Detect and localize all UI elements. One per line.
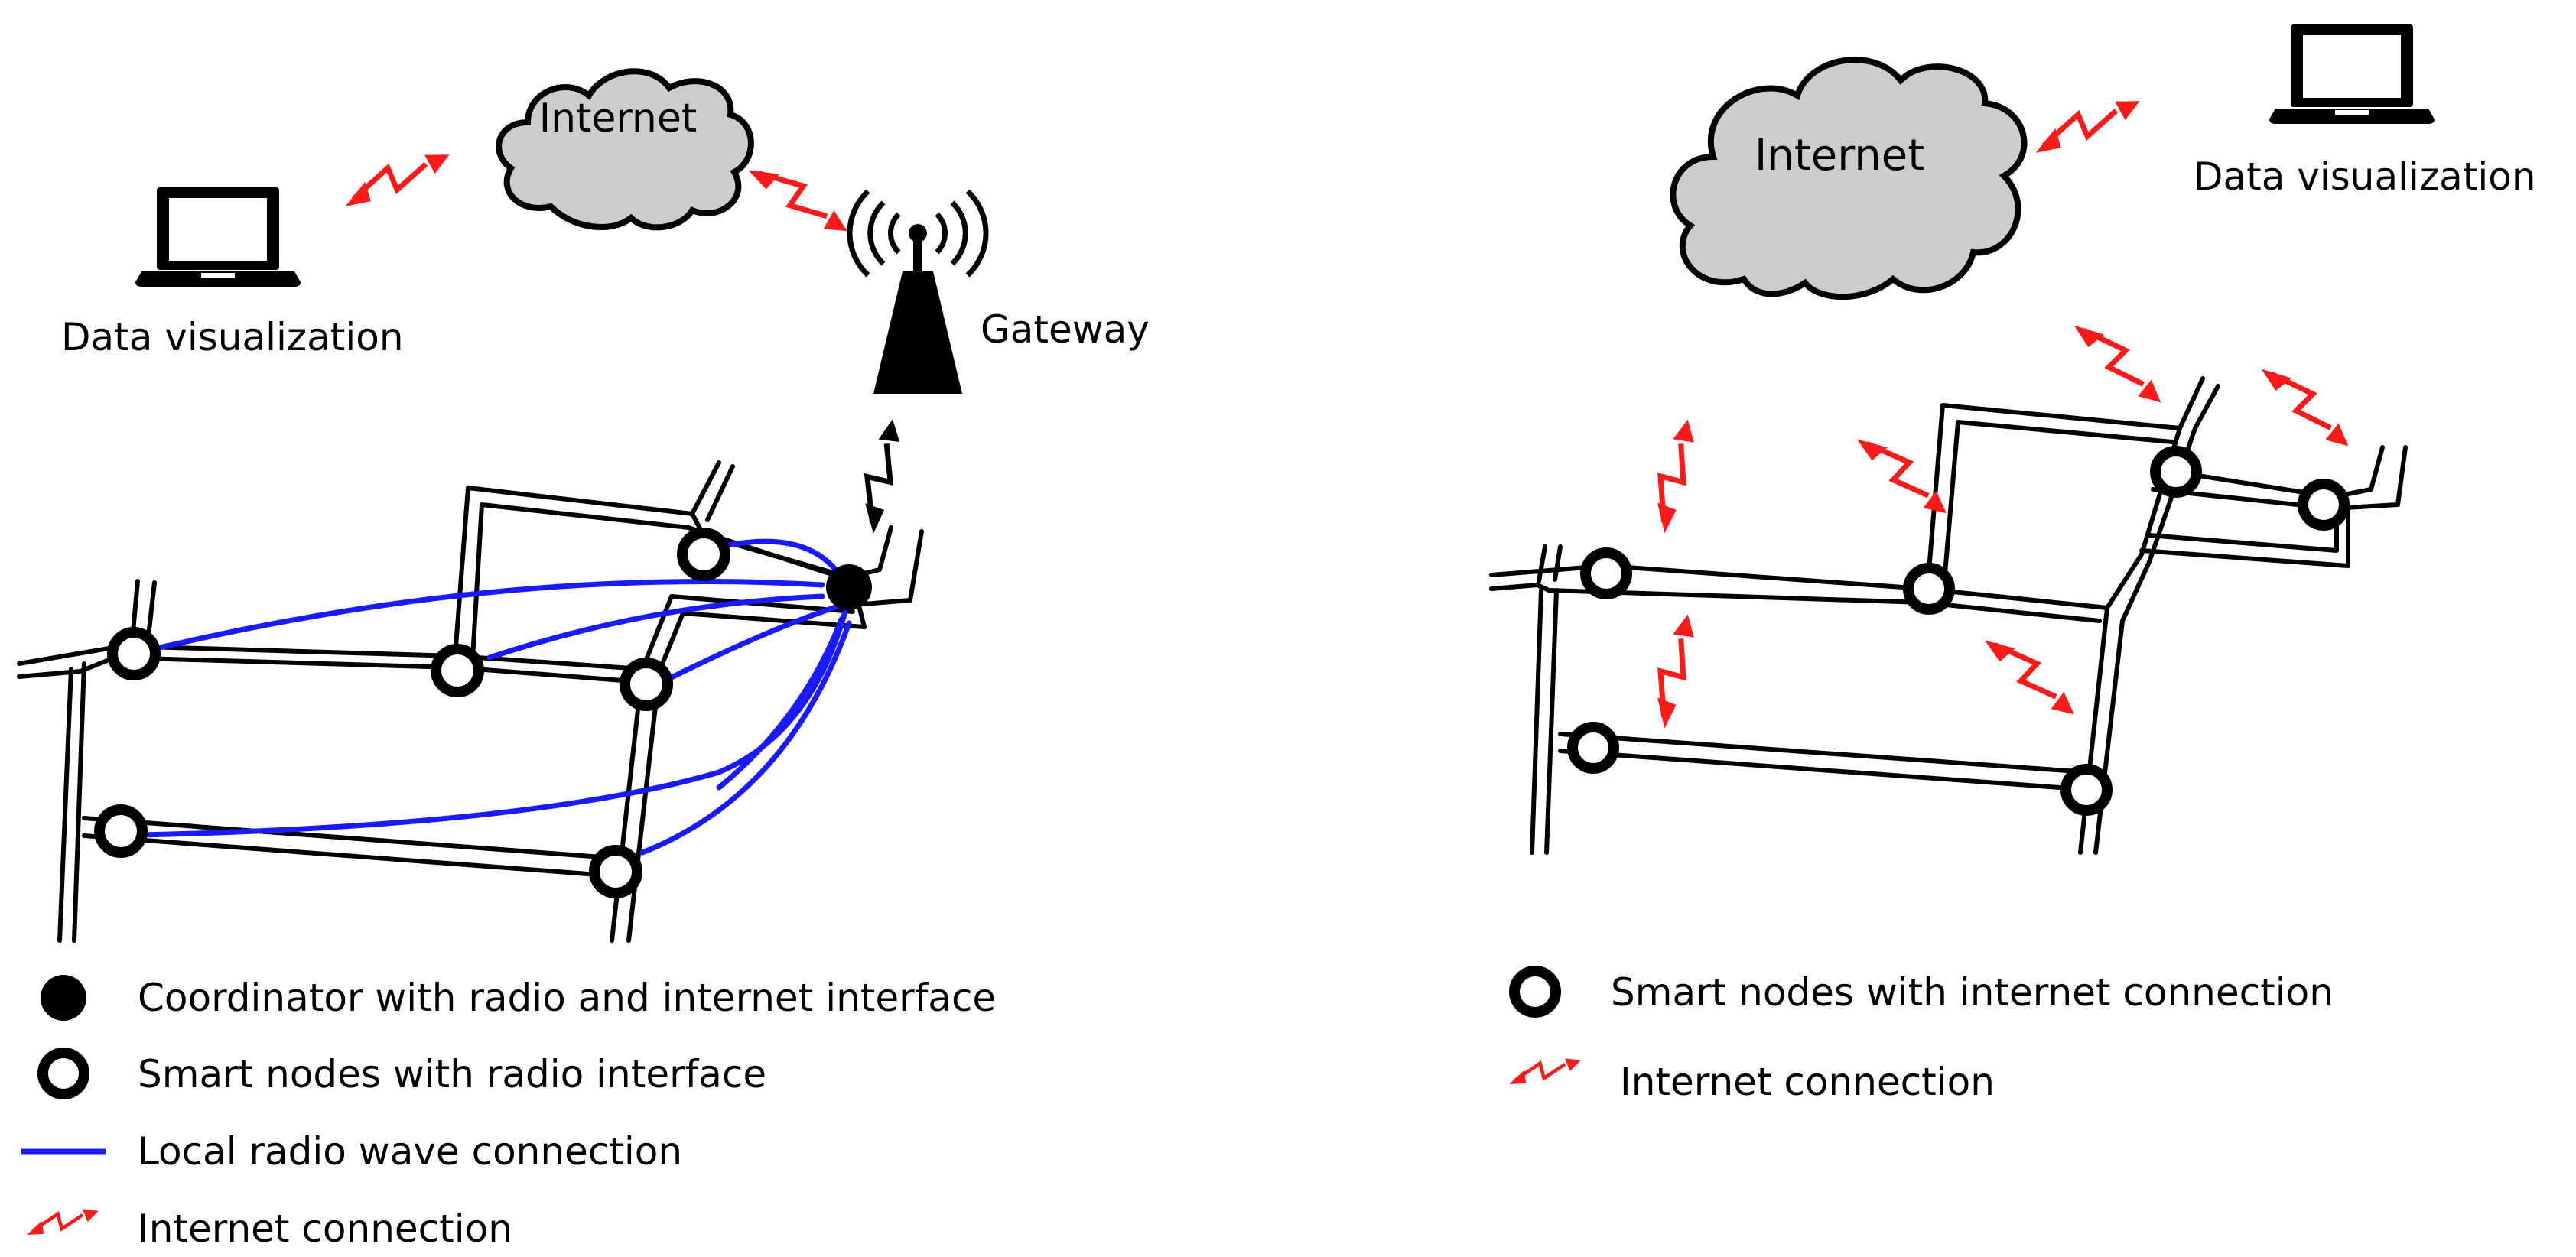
left-legend: Coordinator with radio and internet inte… xyxy=(21,975,996,1251)
smart-node xyxy=(431,644,484,697)
smart-node xyxy=(677,528,730,581)
left-panel: Internet Data visualization Gateway xyxy=(17,68,1150,1251)
right-legend: Smart nodes with internet connection Int… xyxy=(1509,966,2334,1104)
gateway-label: Gateway xyxy=(981,307,1150,352)
smart-node-ring-icon xyxy=(37,1048,89,1099)
cloud-icon: Internet xyxy=(1670,57,2028,300)
internet-zigzag-icon xyxy=(1509,1058,1581,1084)
smart-node xyxy=(2060,764,2113,816)
laptop-label: Data visualization xyxy=(61,315,404,359)
gateway-link-icon xyxy=(838,417,925,534)
street-map xyxy=(17,460,924,943)
internet-connection-icon xyxy=(1630,418,1719,534)
smart-node xyxy=(107,627,161,680)
internet-connection-icon xyxy=(748,145,849,255)
internet-connection-icon xyxy=(2074,306,2164,421)
laptop-icon xyxy=(135,187,301,287)
smart-node xyxy=(94,804,148,858)
smart-node-ring-icon xyxy=(1509,966,1561,1018)
legend-text: Internet connection xyxy=(138,1207,512,1251)
internet-connection-icon xyxy=(2030,98,2145,153)
cloud-label: Internet xyxy=(539,96,697,141)
internet-zigzag-icon xyxy=(27,1209,99,1235)
internet-connection-icon xyxy=(1985,619,2077,734)
laptop-icon xyxy=(2269,24,2435,124)
internet-connection-icon xyxy=(1630,613,1719,729)
coordinator-node xyxy=(826,564,872,610)
smart-node xyxy=(1580,547,1632,599)
legend-text: Smart nodes with radio interface xyxy=(138,1052,766,1096)
legend-text: Coordinator with radio and internet inte… xyxy=(138,976,996,1020)
legend-text: Internet connection xyxy=(1620,1060,1995,1104)
cloud-icon: Internet xyxy=(496,68,754,231)
smart-node xyxy=(1903,563,1955,615)
legend-text: Smart nodes with internet connection xyxy=(1611,970,2334,1015)
laptop-label: Data visualization xyxy=(2194,154,2536,199)
smart-node xyxy=(1567,722,1619,774)
internet-connection-icon xyxy=(340,151,454,206)
smart-node xyxy=(2150,446,2202,498)
street-map xyxy=(1489,376,2408,855)
smart-node xyxy=(589,845,642,898)
right-panel: Internet Data visualization xyxy=(1489,24,2536,1104)
cloud-label: Internet xyxy=(1755,131,1924,180)
gateway-tower-icon xyxy=(847,189,989,394)
smart-node xyxy=(2298,479,2350,531)
coordinator-dot-icon xyxy=(41,975,86,1021)
smart-node xyxy=(620,658,673,711)
radio-links xyxy=(131,538,852,856)
legend-text: Local radio wave connection xyxy=(138,1129,682,1174)
internet-connection-icon xyxy=(2262,349,2351,465)
